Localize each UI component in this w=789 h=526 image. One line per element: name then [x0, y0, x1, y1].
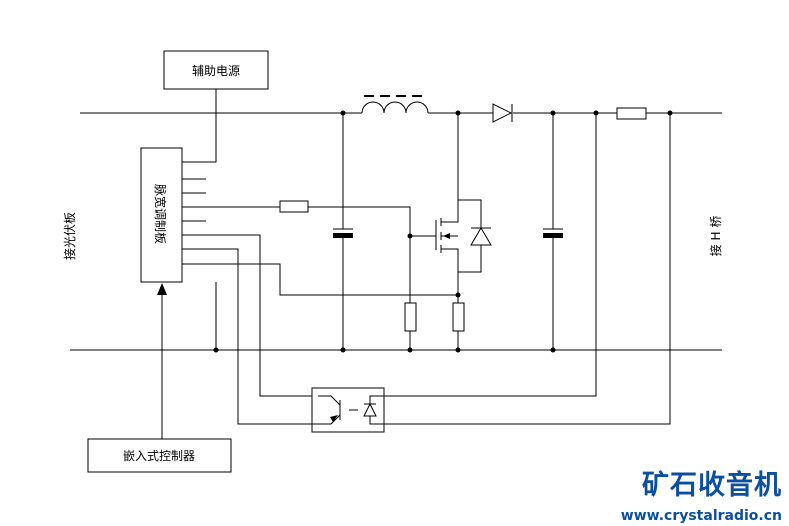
- watermark-brand: 矿石收音机: [642, 469, 782, 501]
- pwm-opto-out-b: [182, 248, 312, 425]
- opto-led-anode-wire: [369, 113, 597, 404]
- gate-resistor: [279, 200, 309, 213]
- sense-resistor-2: [452, 302, 465, 332]
- mosfet-source-lead: [441, 248, 459, 295]
- junction-dot: [455, 110, 461, 116]
- pwm-board-box: [140, 147, 183, 283]
- pwm-board-label: 脉宽调制板: [153, 184, 168, 244]
- pwm-sense-wire: [182, 263, 458, 296]
- mosfet-arrow-icon: [443, 233, 450, 239]
- embedded-controller-box: [87, 438, 232, 473]
- output-resistor: [616, 107, 647, 120]
- junction-dot: [340, 347, 346, 353]
- mosfet-drain-lead: [441, 200, 459, 223]
- opto-transistor-emitter: [312, 414, 341, 425]
- embedded-controller-label: 嵌入式控制器: [123, 449, 195, 463]
- junction-dot: [407, 233, 413, 239]
- body-diode-icon: [470, 227, 492, 246]
- junction-dot: [455, 292, 461, 298]
- junction-dot: [667, 110, 673, 116]
- opto-transistor-collector: [318, 395, 341, 406]
- cin-plate-2: [333, 233, 353, 238]
- h-bridge-label: 接 H 桥: [708, 216, 723, 257]
- output-diode-icon: [492, 103, 513, 123]
- aux-power-label: 辅助电源: [192, 64, 240, 78]
- aux-power-wire: [182, 89, 217, 163]
- junction-dot: [340, 110, 346, 116]
- watermark-url: www.crystalradio.cn: [621, 508, 782, 524]
- pwm-opto-out-a: [182, 234, 318, 397]
- junction-dot: [407, 347, 413, 353]
- junction-dot: [455, 347, 461, 353]
- body-diode-bottom-wire: [458, 245, 482, 273]
- opto-emitter-arrow-icon: [330, 415, 338, 422]
- cout-plate-2: [543, 233, 563, 238]
- junction-dot: [550, 110, 556, 116]
- junction-dot: [213, 347, 219, 353]
- aux-power-box: [163, 50, 269, 90]
- inductor-coil: [361, 101, 429, 114]
- sense-resistor-1: [404, 302, 417, 332]
- junction-dot: [593, 110, 599, 116]
- opto-led-cathode-wire: [369, 113, 671, 425]
- controller-arrow-icon: [157, 283, 167, 295]
- junction-dot: [550, 347, 556, 353]
- gate-drive-wire: [308, 206, 426, 237]
- pv-panel-label: 接光伏板: [62, 212, 77, 260]
- body-diode-top-wire: [458, 199, 482, 228]
